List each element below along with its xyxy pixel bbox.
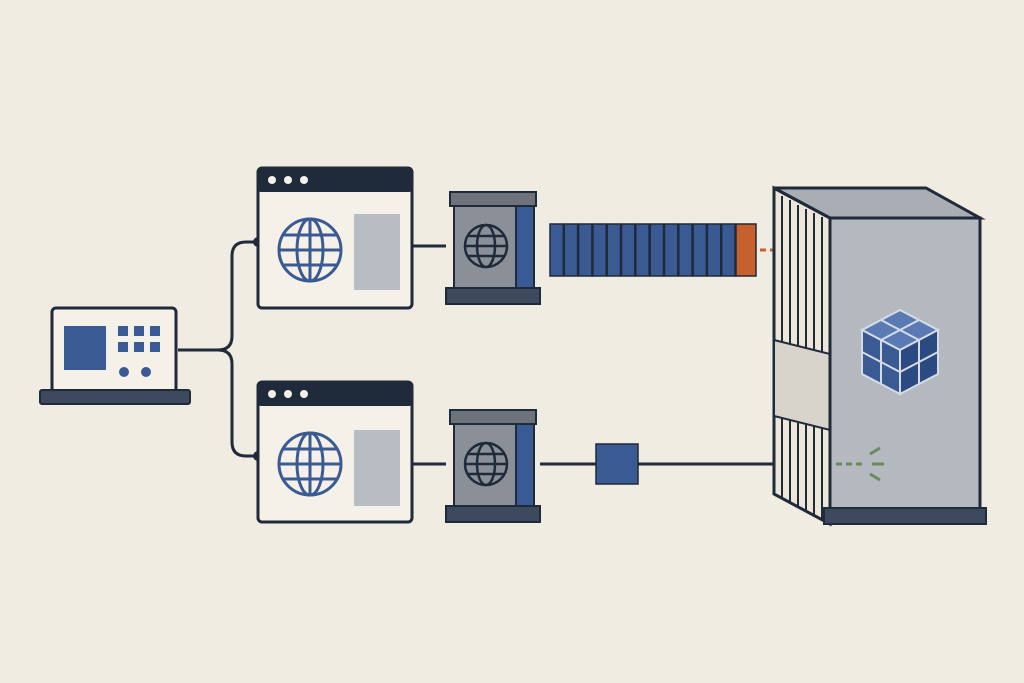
gateway-bottom[interactable]: [445, 409, 541, 523]
accepted-signal-icon: [836, 446, 884, 482]
globe-icon: [463, 441, 509, 487]
queued-packet: [577, 223, 593, 277]
window-dot-icon: [268, 176, 276, 184]
queued-packet: [692, 223, 708, 277]
queued-packet: [635, 223, 650, 277]
single-packet: [595, 443, 639, 485]
blocked-packet: [735, 223, 757, 277]
queued-packet: [720, 223, 736, 277]
queued-packet: [620, 223, 636, 277]
packet-queue: [549, 223, 736, 277]
control-panel-icon: [118, 326, 160, 377]
content-placeholder: [354, 214, 400, 290]
gateway-top[interactable]: [445, 191, 541, 305]
globe-icon: [463, 223, 509, 269]
window-dot-icon: [268, 390, 276, 398]
window-dot-icon: [300, 176, 308, 184]
queued-packet: [549, 223, 565, 277]
content-placeholder: [354, 430, 400, 506]
server-tower[interactable]: [772, 185, 987, 527]
client-branch-connector: [178, 240, 258, 458]
queued-packet: [592, 223, 607, 277]
browser-window-top[interactable]: [256, 166, 414, 310]
queued-packet: [678, 223, 693, 277]
browser-window-bottom[interactable]: [256, 380, 414, 524]
window-dot-icon: [300, 390, 308, 398]
terminal-screen: [64, 326, 106, 370]
queued-packet: [649, 223, 665, 277]
queued-packet: [563, 223, 579, 277]
globe-icon: [277, 431, 343, 497]
queued-packet: [663, 223, 679, 277]
window-dot-icon: [284, 390, 292, 398]
cube-stack-icon: [859, 308, 941, 396]
client-terminal[interactable]: [39, 306, 191, 405]
globe-icon: [277, 217, 343, 283]
queued-packet: [706, 223, 722, 277]
window-dot-icon: [284, 176, 292, 184]
queued-packet: [606, 223, 622, 277]
